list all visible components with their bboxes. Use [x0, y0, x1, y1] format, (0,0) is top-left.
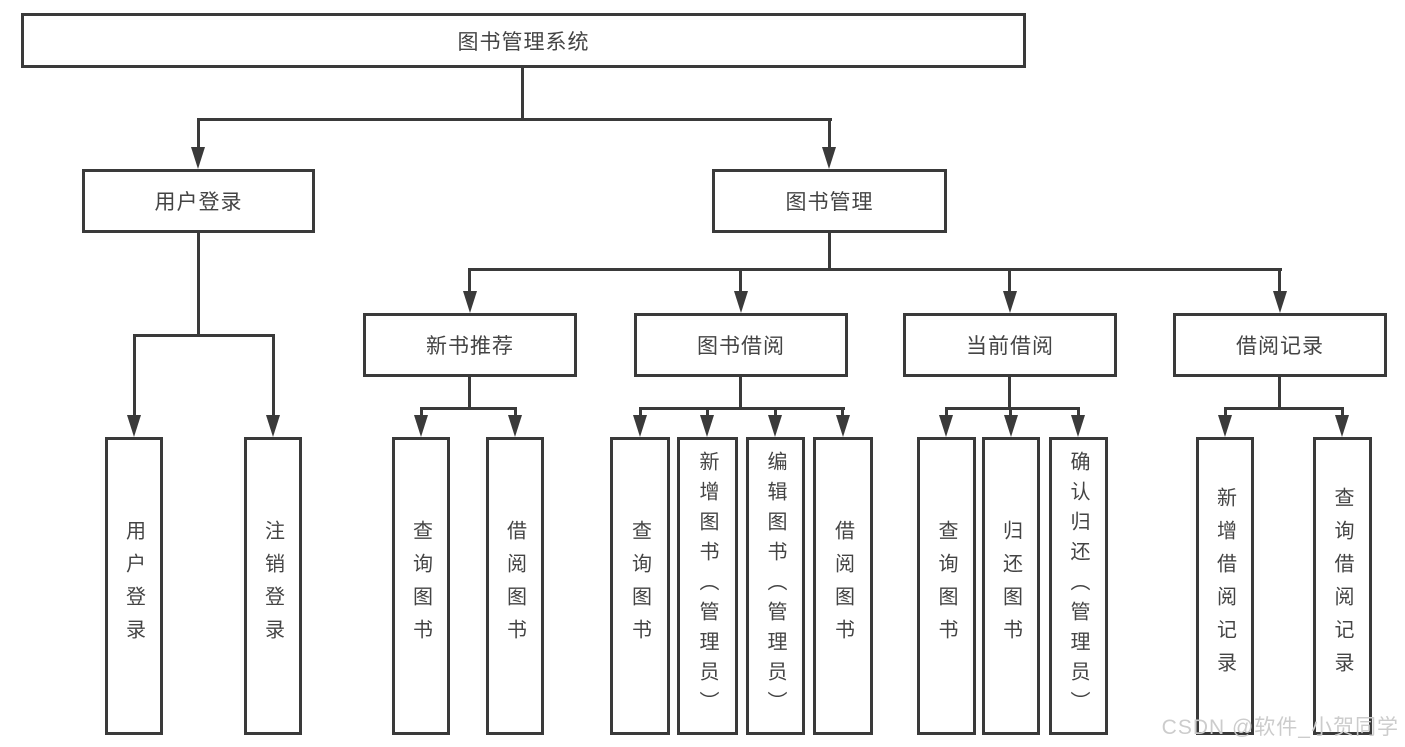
node-book-mgmt: 图书管理 — [712, 169, 947, 233]
connector-newbooks-trunk — [468, 377, 471, 409]
connector-root-branch — [197, 118, 832, 121]
connector-current-drop-2 — [1009, 407, 1012, 417]
arrow-down-icon — [1003, 291, 1017, 313]
leaf-current-return-label: 归还图书 — [999, 520, 1022, 652]
node-borrowing: 图书借阅 — [634, 313, 848, 377]
leaf-borrowing-query: 查询图书 — [610, 437, 670, 735]
node-new-books-label: 新书推荐 — [426, 335, 514, 358]
node-records: 借阅记录 — [1173, 313, 1387, 377]
node-current-label: 当前借阅 — [966, 335, 1054, 358]
connector-root-drop-left — [197, 118, 200, 149]
leaf-user-login-label: 用户登录 — [122, 520, 145, 652]
leaf-current-query: 查询图书 — [917, 437, 976, 735]
connector-bookmgmt-drop-2 — [739, 268, 742, 293]
connector-records-trunk — [1278, 377, 1281, 409]
node-book-mgmt-label: 图书管理 — [785, 191, 874, 214]
leaf-borrowing-add: 新增图书（管理员） — [677, 437, 738, 735]
leaf-current-confirm-label: 确认归还（管理员） — [1067, 451, 1089, 721]
arrow-down-icon — [463, 291, 477, 313]
connector-borrowing-branch — [639, 407, 845, 410]
leaf-borrowing-add-label: 新增图书（管理员） — [696, 451, 718, 721]
arrow-down-icon — [1218, 415, 1232, 437]
connector-current-branch — [945, 407, 1080, 410]
arrow-down-icon — [822, 147, 836, 169]
watermark: CSDN @软件_小贺同学 — [1161, 716, 1399, 739]
arrow-down-icon — [191, 147, 205, 169]
arrow-down-icon — [508, 415, 522, 437]
leaf-user-login: 用户登录 — [105, 437, 163, 735]
leaf-logout-label: 注销登录 — [261, 520, 284, 652]
leaf-records-query: 查询借阅记录 — [1313, 437, 1372, 735]
connector-userlogin-drop-1 — [133, 334, 136, 417]
leaf-records-add: 新增借阅记录 — [1196, 437, 1254, 735]
arrow-down-icon — [836, 415, 850, 437]
leaf-current-confirm: 确认归还（管理员） — [1049, 437, 1108, 735]
connector-newbooks-branch — [420, 407, 517, 410]
connector-records-drop-2 — [1341, 407, 1344, 417]
leaf-newbooks-borrow-label: 借阅图书 — [503, 520, 526, 652]
arrow-down-icon — [1004, 415, 1018, 437]
connector-newbooks-drop-1 — [420, 407, 423, 417]
connector-bookmgmt-branch — [469, 268, 1282, 271]
arrow-down-icon — [939, 415, 953, 437]
arrow-down-icon — [700, 415, 714, 437]
arrow-down-icon — [127, 415, 141, 437]
arrow-down-icon — [734, 291, 748, 313]
leaf-borrowing-query-label: 查询图书 — [628, 520, 651, 652]
connector-current-trunk — [1008, 377, 1011, 409]
connector-records-drop-1 — [1224, 407, 1227, 417]
connector-root-drop-right — [828, 118, 831, 149]
node-user-login: 用户登录 — [82, 169, 315, 233]
connector-bookmgmt-drop-1 — [468, 268, 471, 293]
leaf-borrowing-borrow: 借阅图书 — [813, 437, 873, 735]
connector-borrowing-drop-2 — [706, 407, 709, 417]
node-new-books: 新书推荐 — [363, 313, 577, 377]
arrow-down-icon — [414, 415, 428, 437]
leaf-borrowing-edit-label: 编辑图书（管理员） — [764, 451, 786, 721]
connector-borrowing-drop-3 — [774, 407, 777, 417]
connector-userlogin-drop-2 — [272, 334, 275, 417]
connector-current-drop-1 — [945, 407, 948, 417]
node-root-label: 图书管理系统 — [457, 30, 590, 54]
node-user-login-label: 用户登录 — [154, 191, 243, 214]
leaf-current-query-label: 查询图书 — [935, 520, 957, 652]
arrow-down-icon — [1071, 415, 1085, 437]
leaf-records-add-label: 新增借阅记录 — [1213, 487, 1236, 685]
leaf-newbooks-query-label: 查询图书 — [409, 520, 432, 652]
connector-root-trunk — [521, 68, 524, 121]
node-records-label: 借阅记录 — [1236, 335, 1324, 358]
leaf-records-query-label: 查询借阅记录 — [1331, 487, 1353, 685]
node-borrowing-label: 图书借阅 — [697, 335, 785, 358]
connector-userlogin-branch — [133, 334, 275, 337]
leaf-newbooks-query: 查询图书 — [392, 437, 450, 735]
connector-borrowing-drop-1 — [639, 407, 642, 417]
arrow-down-icon — [768, 415, 782, 437]
connector-userlogin-trunk — [197, 233, 200, 337]
connector-bookmgmt-drop-4 — [1278, 268, 1281, 293]
arrow-down-icon — [266, 415, 280, 437]
node-current: 当前借阅 — [903, 313, 1117, 377]
arrow-down-icon — [633, 415, 647, 437]
leaf-borrowing-edit: 编辑图书（管理员） — [746, 437, 805, 735]
node-root: 图书管理系统 — [21, 13, 1026, 68]
connector-borrowing-trunk — [739, 377, 742, 409]
leaf-current-return: 归还图书 — [982, 437, 1040, 735]
connector-borrowing-drop-4 — [841, 407, 844, 417]
connector-bookmgmt-trunk — [828, 233, 831, 271]
leaf-newbooks-borrow: 借阅图书 — [486, 437, 544, 735]
connector-records-branch — [1224, 407, 1344, 410]
arrow-down-icon — [1273, 291, 1287, 313]
leaf-logout: 注销登录 — [244, 437, 302, 735]
connector-newbooks-drop-2 — [514, 407, 517, 417]
arrow-down-icon — [1335, 415, 1349, 437]
connector-bookmgmt-drop-3 — [1008, 268, 1011, 293]
leaf-borrowing-borrow-label: 借阅图书 — [831, 520, 854, 652]
connector-current-drop-3 — [1077, 407, 1080, 417]
